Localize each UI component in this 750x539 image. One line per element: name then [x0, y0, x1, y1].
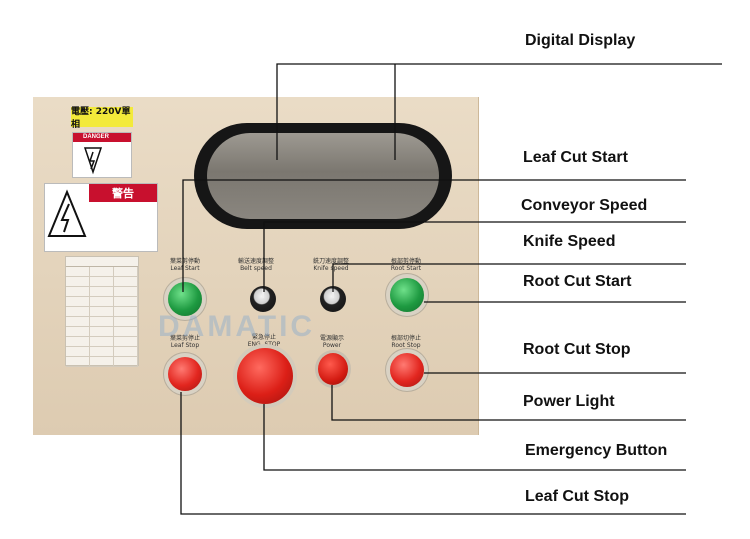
- warning-sticker-header: 警告: [89, 184, 157, 202]
- digital-display-label: Digital Display: [525, 32, 636, 49]
- root-cut-stop-button[interactable]: [390, 353, 424, 387]
- conveyor-speed-leader: [263, 221, 686, 292]
- knife-speed-callout: Knife Speed: [523, 233, 616, 250]
- root-cut-start-button[interactable]: [390, 278, 424, 312]
- electric-hazard-icon: [83, 147, 103, 175]
- digital-display-leader: [276, 63, 722, 160]
- power-light-leader: [331, 385, 686, 421]
- power-indicator-light: [318, 353, 348, 385]
- leaf-cut-start-leader: [182, 179, 686, 292]
- leaf-cut-stop-callout: Leaf Cut Stop: [525, 488, 629, 505]
- warning-sticker: 警告: [44, 183, 158, 252]
- emergency-button-callout: Emergency Button: [525, 442, 668, 459]
- digital-display-screen: [207, 133, 439, 219]
- brand-watermark: DAMATIC: [158, 310, 316, 343]
- leaf-cut-stop-leader: [180, 392, 686, 515]
- danger-sticker: DANGER: [72, 132, 132, 178]
- emergency-button-leader: [263, 404, 686, 471]
- knife-speed-leader: [332, 263, 686, 292]
- root-cut-start-callout: Root Cut Start: [523, 273, 632, 290]
- danger-sticker-header: DANGER: [73, 133, 131, 142]
- conveyor-speed-callout: Conveyor Speed: [521, 197, 648, 214]
- leaf-cut-start-callout: Leaf Cut Start: [523, 149, 628, 166]
- high-voltage-warning-icon: [47, 189, 87, 237]
- root-cut-stop-callout: Root Cut Stop: [523, 341, 631, 358]
- leaf-cut-start-button[interactable]: [168, 282, 202, 316]
- emergency-stop-button[interactable]: [237, 348, 293, 404]
- voltage-sticker: 電壓: 220V單相: [71, 107, 133, 130]
- conveyor-speed-knob[interactable]: [250, 286, 276, 312]
- spec-table-sticker: [65, 256, 139, 367]
- power-light-callout: Power Light: [523, 393, 615, 410]
- leaf-cut-stop-button[interactable]: [168, 357, 202, 391]
